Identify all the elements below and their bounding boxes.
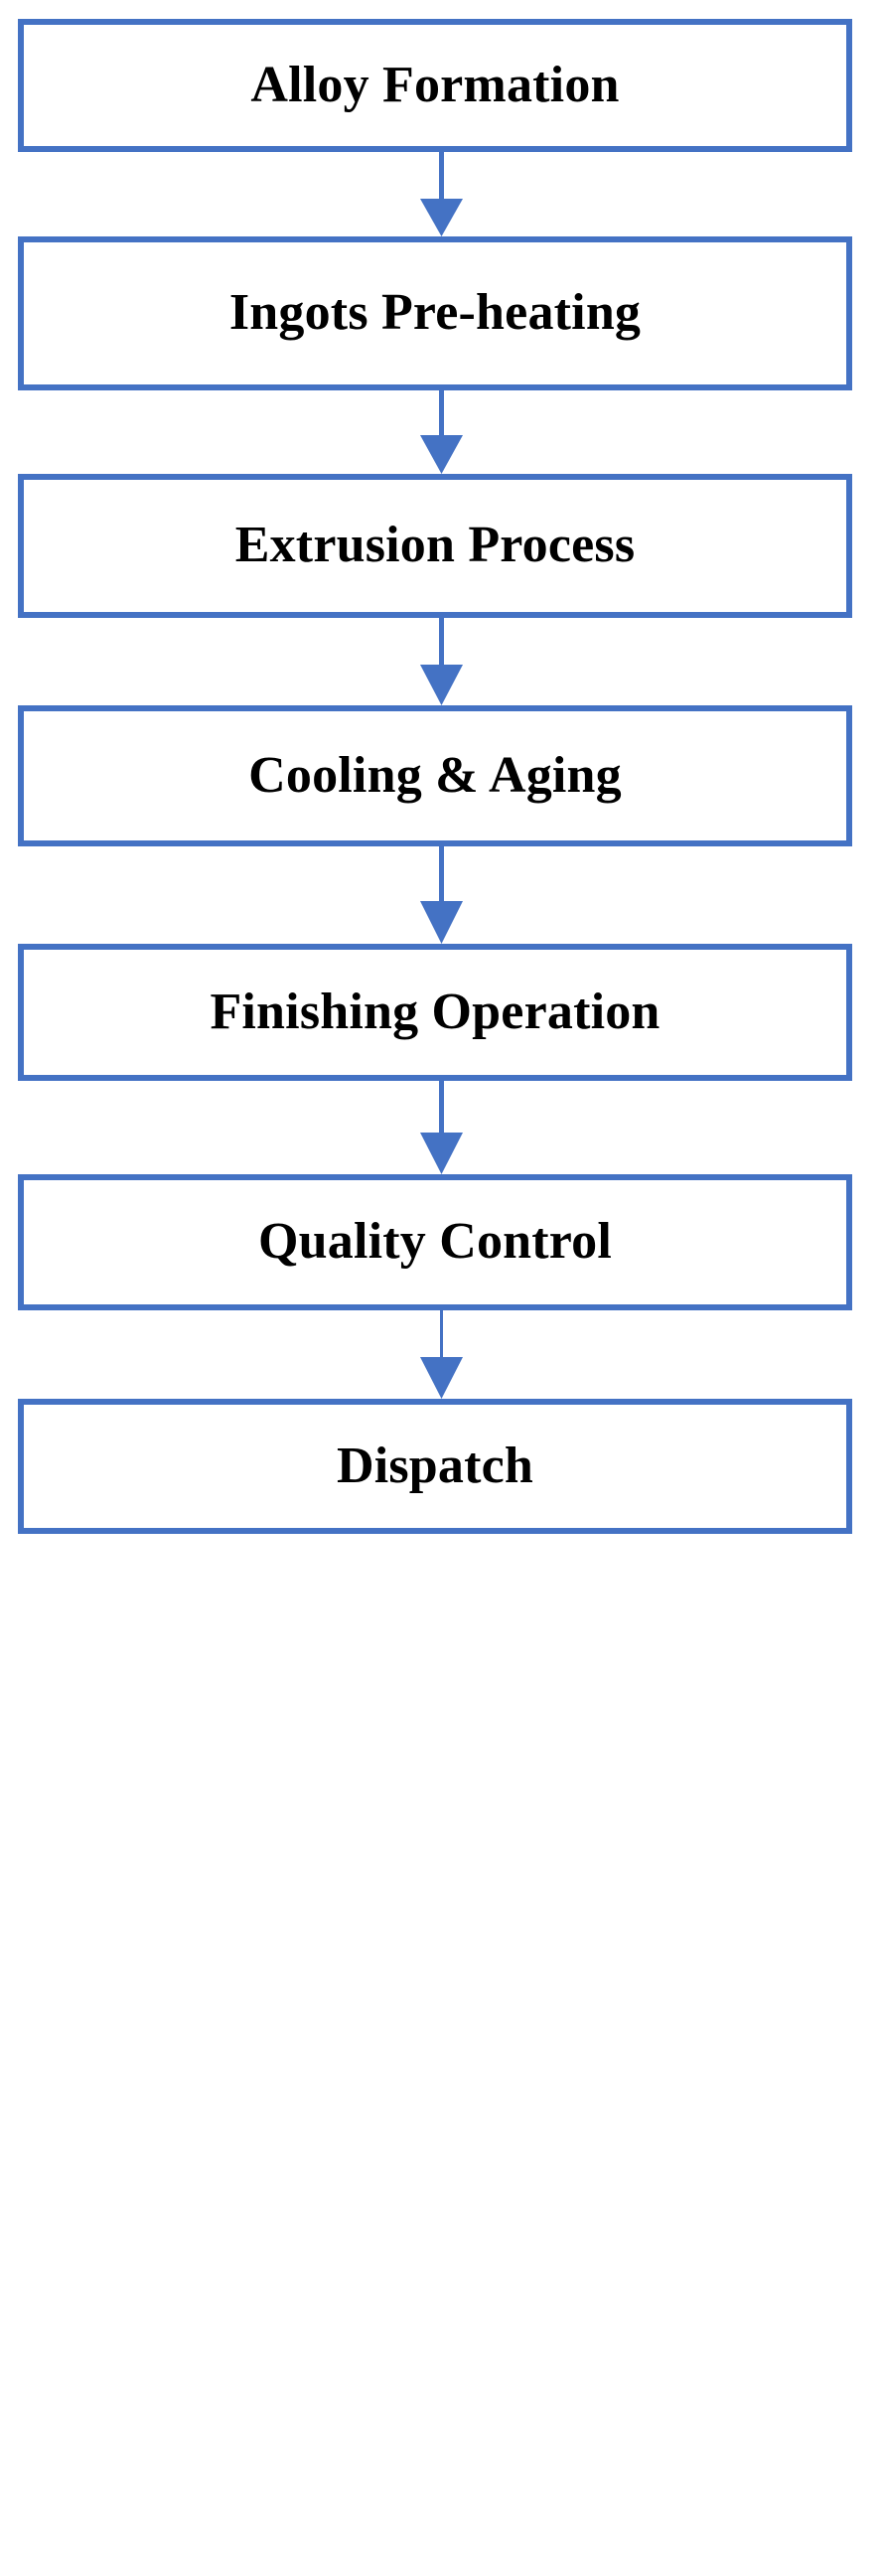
process-node-alloy-formation[interactable]: Alloy Formation	[18, 19, 852, 152]
connector-arrow-1	[0, 152, 882, 236]
connector-arrow-3	[0, 618, 882, 705]
connector-arrow-4	[0, 846, 882, 944]
arrow-head-icon	[420, 665, 463, 705]
process-node-cooling-and-aging[interactable]: Cooling & Aging	[18, 705, 852, 846]
node-label: Ingots Pre-heating	[228, 284, 642, 342]
process-node-ingots-pre-heating[interactable]: Ingots Pre-heating	[18, 236, 852, 390]
node-label: Extrusion Process	[234, 517, 636, 574]
node-label: Quality Control	[258, 1213, 612, 1271]
arrow-head-icon	[420, 199, 463, 236]
arrow-head-icon	[420, 901, 463, 944]
arrow-head-icon	[420, 1357, 463, 1399]
arrow-head-icon	[420, 1133, 463, 1174]
connector-arrow-2	[0, 390, 882, 474]
connector-arrow-5	[0, 1081, 882, 1174]
node-label: Cooling & Aging	[248, 746, 622, 804]
process-node-quality-control[interactable]: Quality Control	[18, 1174, 852, 1310]
process-node-dispatch[interactable]: Dispatch	[18, 1399, 852, 1534]
node-label: Finishing Operation	[210, 983, 661, 1040]
process-node-finishing-operation[interactable]: Finishing Operation	[18, 944, 852, 1081]
connector-arrow-6	[0, 1310, 882, 1399]
node-label: Alloy Formation	[250, 56, 620, 113]
node-label: Dispatch	[336, 1437, 534, 1494]
process-node-extrusion-process[interactable]: Extrusion Process	[18, 474, 852, 618]
arrow-head-icon	[420, 435, 463, 474]
